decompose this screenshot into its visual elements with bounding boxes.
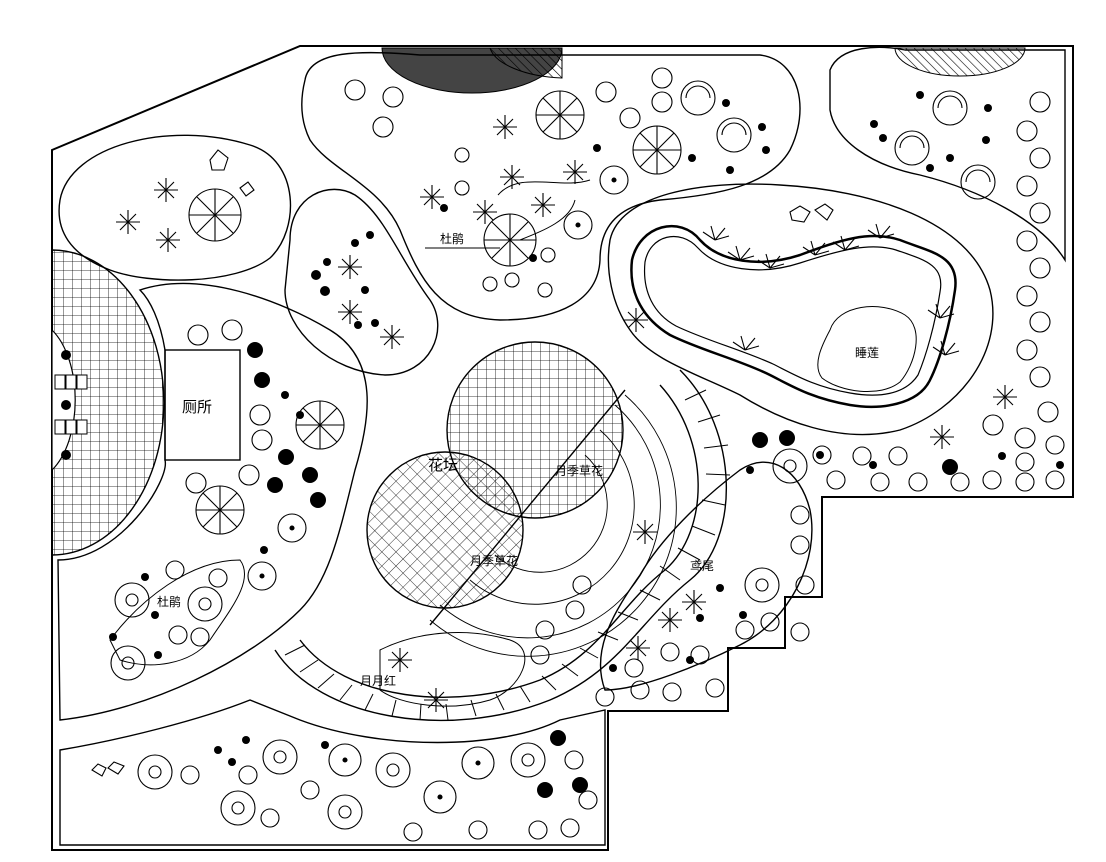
- shrub-round-icon: [680, 80, 996, 200]
- pond: [630, 224, 957, 408]
- flower-bed-circle-right: [446, 341, 624, 519]
- pond-bed: [607, 183, 994, 436]
- bed-small-left: [284, 188, 439, 376]
- label-azalea-left: 杜鹃: [157, 594, 181, 609]
- plant-star-icon: [116, 115, 1017, 712]
- bed-bottom: [59, 699, 606, 846]
- toilet-label: 厕所: [182, 398, 212, 416]
- bed-top-right: [829, 46, 1066, 263]
- plaza-divider: [429, 389, 626, 626]
- pond-grass-icon: [702, 223, 960, 356]
- bed-right-lower: [599, 461, 813, 691]
- bed-top-left: [58, 134, 292, 281]
- pond-inner: [643, 235, 942, 396]
- label-azalea-top: 杜鹃: [440, 231, 464, 246]
- top-right-shrub-mass: [894, 47, 1026, 77]
- stepping-stone-icon: [91, 149, 834, 777]
- curved-path-outer: [274, 369, 728, 722]
- toilet-building: [164, 349, 241, 461]
- lotus-patch: [817, 306, 917, 393]
- bed-china-rose: [379, 632, 526, 707]
- bed-lower-left-inner: [109, 559, 245, 666]
- left-plaza: [51, 249, 165, 556]
- plaza-steps: [54, 374, 88, 435]
- label-flower-bed: 花坛: [428, 456, 458, 474]
- site-boundary: [51, 45, 1074, 851]
- plant-symbols: [61, 67, 1065, 842]
- shrub-small-icon: [165, 67, 1065, 842]
- shrub-dot-icon: [247, 165, 629, 814]
- path-paving: [284, 389, 731, 721]
- label-lotus: 睡莲: [855, 346, 879, 360]
- label-rose-plaza-2: 月季草花: [470, 553, 518, 568]
- curved-path-inner: [299, 384, 699, 698]
- flower-cluster-icon: [110, 448, 808, 830]
- label-iris: 鸢尾: [690, 559, 714, 573]
- label-rose-plaza: 月季草花: [555, 463, 603, 478]
- label-china-rose: 月月红: [360, 673, 396, 688]
- plant-dot-icon: [61, 91, 1064, 798]
- bed-left-lower: [57, 282, 368, 721]
- trail-lines: [497, 179, 591, 241]
- bed-top-center: [301, 51, 801, 321]
- left-plaza-inner: [51, 328, 76, 472]
- tree-canopy-icon: [188, 90, 682, 535]
